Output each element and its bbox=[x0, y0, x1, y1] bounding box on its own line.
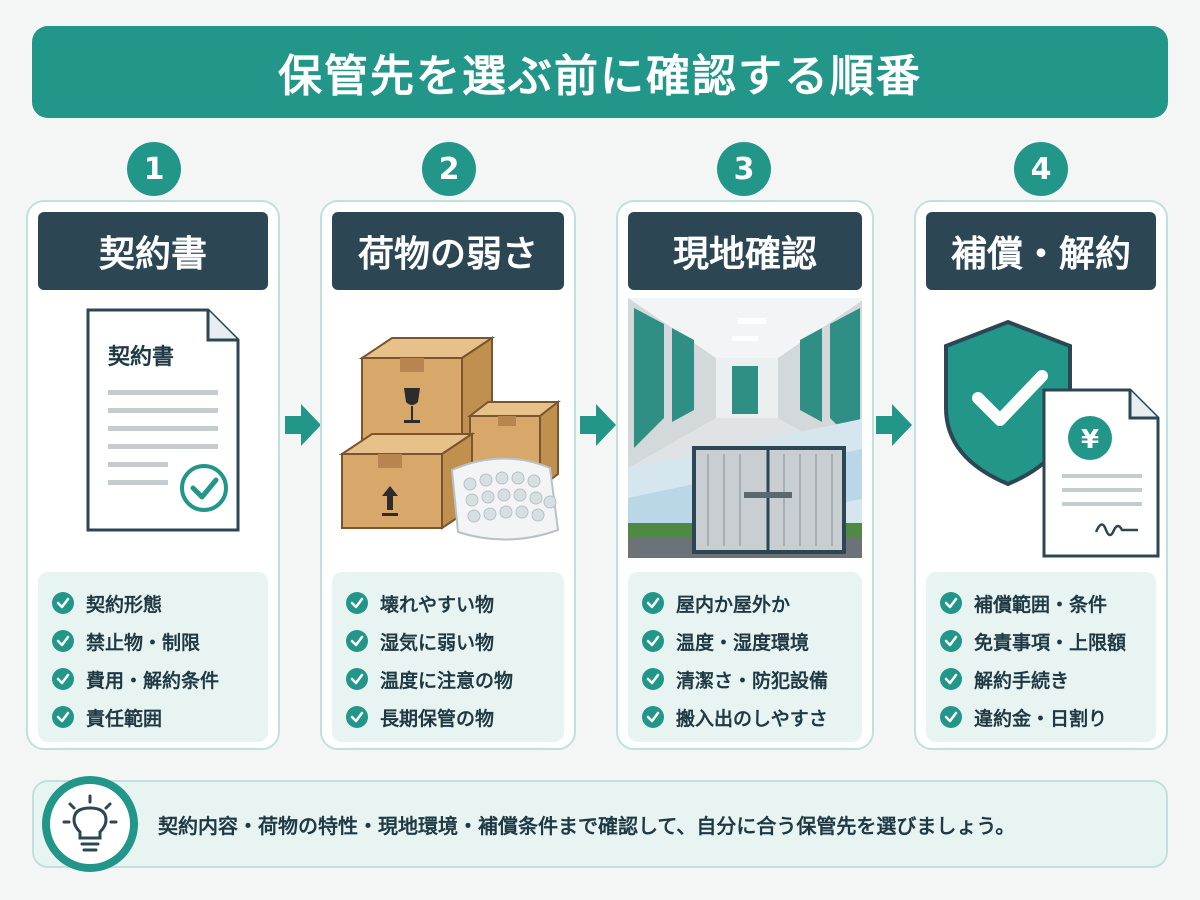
checklist: 補償範囲・条件 免責事項・上限額 解約手続き 違約金・日割り bbox=[926, 572, 1156, 742]
title-banner: 保管先を選ぶ前に確認する順番 bbox=[32, 26, 1168, 118]
check-icon bbox=[642, 668, 664, 690]
contract-document-illustration: 契約書 bbox=[38, 298, 268, 558]
check-icon bbox=[940, 592, 962, 614]
check-icon bbox=[346, 706, 368, 728]
arrow-right-icon bbox=[283, 400, 323, 450]
checklist: 契約形態 禁止物・制限 費用・解約条件 責任範囲 bbox=[38, 572, 268, 742]
lightbulb-icon bbox=[42, 776, 138, 872]
list-item: 長期保管の物 bbox=[346, 698, 550, 736]
signature-icon bbox=[1094, 523, 1138, 537]
yen-coin-icon bbox=[1068, 416, 1112, 460]
boxes-illustration bbox=[332, 298, 564, 558]
check-icon bbox=[940, 630, 962, 652]
list-item: 免責事項・上限額 bbox=[940, 622, 1142, 660]
list-item: 壊れやすい物 bbox=[346, 584, 550, 622]
yen-symbol: ¥ bbox=[1081, 425, 1099, 455]
checklist: 屋内か屋外か 温度・湿度環境 清潔さ・防犯設備 搬入出のしやすさ bbox=[628, 572, 862, 742]
step-card-compensation: 補償・解約 ¥ 補償範囲・条件 免責事項・上限額 解約手続き 違約金・日割り bbox=[914, 200, 1168, 750]
list-item: 責任範囲 bbox=[52, 698, 254, 736]
list-item: 温度に注意の物 bbox=[346, 660, 550, 698]
card-heading: 荷物の弱さ bbox=[332, 212, 564, 290]
check-icon bbox=[346, 630, 368, 652]
this-side-up-icon bbox=[382, 486, 398, 510]
compensation-illustration: ¥ bbox=[926, 298, 1160, 558]
card-heading: 契約書 bbox=[38, 212, 268, 290]
card-heading: 現地確認 bbox=[628, 212, 862, 290]
check-icon bbox=[52, 630, 74, 652]
step-number-1: 1 bbox=[127, 142, 181, 196]
list-item: 費用・解約条件 bbox=[52, 660, 254, 698]
arrow-right-icon bbox=[874, 400, 914, 450]
check-icon bbox=[940, 668, 962, 690]
storage-facility-illustration bbox=[628, 298, 862, 558]
list-item: 禁止物・制限 bbox=[52, 622, 254, 660]
arrow-right-icon bbox=[578, 400, 618, 450]
check-circle-icon bbox=[180, 464, 228, 512]
check-icon bbox=[642, 706, 664, 728]
check-icon bbox=[940, 706, 962, 728]
list-item: 温度・湿度環境 bbox=[642, 622, 848, 660]
list-item: 清潔さ・防犯設備 bbox=[642, 660, 848, 698]
check-icon bbox=[346, 592, 368, 614]
document-label: 契約書 bbox=[107, 344, 174, 370]
step-card-site-check: 現地確認 bbox=[616, 200, 874, 750]
list-item: 解約手続き bbox=[940, 660, 1142, 698]
list-item: 搬入出のしやすさ bbox=[642, 698, 848, 736]
check-icon bbox=[52, 706, 74, 728]
list-item: 屋内か屋外か bbox=[642, 584, 848, 622]
list-item: 契約形態 bbox=[52, 584, 254, 622]
page-title: 保管先を選ぶ前に確認する順番 bbox=[278, 51, 922, 102]
tip-bar: 契約内容・荷物の特性・現地環境・補償条件まで確認して、自分に合う保管先を選びまし… bbox=[32, 776, 1168, 872]
step-card-contract: 契約書 契約書 契約形態 禁止物・制限 費用・解約条件 責任範囲 bbox=[26, 200, 280, 750]
list-item: 違約金・日割り bbox=[940, 698, 1142, 736]
list-item: 湿気に弱い物 bbox=[346, 622, 550, 660]
checklist: 壊れやすい物 湿気に弱い物 温度に注意の物 長期保管の物 bbox=[332, 572, 564, 742]
check-icon bbox=[642, 592, 664, 614]
fragile-glass-icon bbox=[404, 388, 420, 405]
tip-text: 契約内容・荷物の特性・現地環境・補償条件まで確認して、自分に合う保管先を選びまし… bbox=[158, 813, 1016, 838]
check-icon bbox=[346, 668, 368, 690]
step-number-3: 3 bbox=[717, 142, 771, 196]
list-item: 補償範囲・条件 bbox=[940, 584, 1142, 622]
check-icon bbox=[52, 592, 74, 614]
step-card-fragility: 荷物の弱さ bbox=[320, 200, 576, 750]
check-icon bbox=[642, 630, 664, 652]
step-number-4: 4 bbox=[1014, 142, 1068, 196]
check-icon bbox=[52, 668, 74, 690]
step-number-2: 2 bbox=[422, 142, 476, 196]
card-heading: 補償・解約 bbox=[926, 212, 1156, 290]
